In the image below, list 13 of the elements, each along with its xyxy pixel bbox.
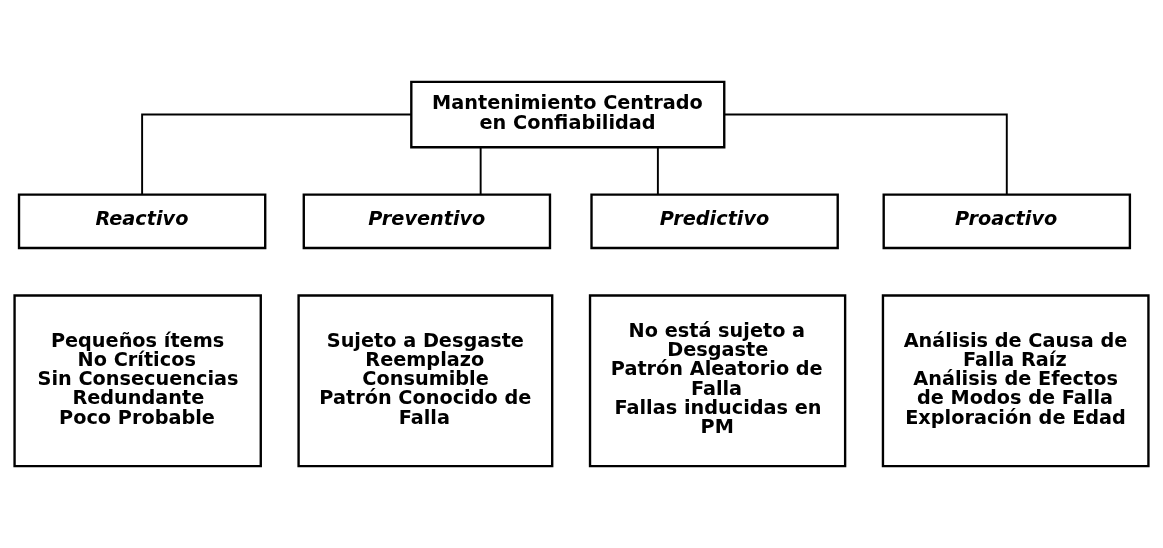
node-box: Preventivo — [302, 193, 552, 250]
node-box: Análisis de Causa de Falla Raíz Análisis de Efectos de Modos de Falla Exploración de Edad — [881, 294, 1150, 468]
node-box: No está sujeto a Desgaste Patrón Aleatorio de Falla Fallas inducidas en PM — [588, 294, 847, 468]
node-box: Pequeños ítems No Críticos Sin Consecuencias Redundante Poco Probable — [13, 294, 262, 468]
node-box: Proactivo — [882, 193, 1132, 250]
connector — [723, 113, 1008, 196]
connector — [141, 113, 413, 196]
node-box: Predictivo — [590, 193, 839, 250]
node-box: Reactivo — [17, 193, 267, 250]
node-box: Mantenimiento Centrado en Confiabilidad — [410, 80, 726, 149]
connector — [479, 146, 482, 196]
node-box: Sujeto a Desgaste Reemplazo Consumible Patrón Conocido de Falla — [297, 294, 554, 468]
connector — [656, 146, 659, 196]
